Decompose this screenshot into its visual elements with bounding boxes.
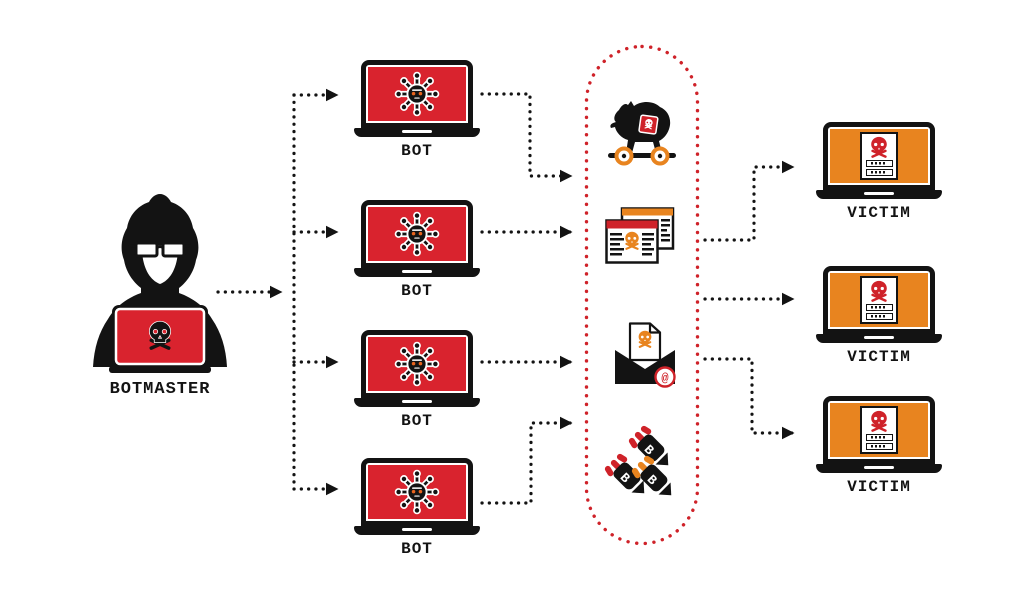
victim-screen [830, 403, 928, 457]
bomb-attack-icon [602, 425, 681, 505]
bot-label: BOT [401, 282, 433, 300]
victim-screen [830, 129, 928, 183]
edge-channel-to-victim-1 [703, 160, 795, 242]
bot-screen [368, 465, 466, 519]
bot-laptop-4: BOT [354, 458, 480, 558]
laptop-bezel [823, 122, 935, 190]
laptop-base [354, 268, 480, 277]
laptop-screen [114, 307, 206, 366]
malware-virus-icon [394, 469, 440, 515]
bot-laptop-3: BOT [354, 330, 480, 430]
laptop-base [354, 398, 480, 407]
ransom-dialog [860, 132, 898, 180]
laptop-base [816, 464, 942, 473]
phishing-email-icon: @ [615, 322, 676, 388]
bot-screen [368, 207, 466, 261]
bot-screen [368, 337, 466, 391]
botmaster-figure [93, 194, 227, 373]
laptop-bezel [361, 458, 473, 526]
edge-channel-to-victim-3 [703, 357, 795, 440]
edge-bot-4-to-channel [480, 416, 573, 505]
attack-channel-boundary [584, 44, 700, 546]
victim-label: VICTIM [847, 348, 911, 366]
laptop-base [109, 366, 211, 373]
password-field [865, 443, 893, 450]
botmaster-label: BOTMASTER [109, 380, 211, 399]
victim-laptop-2: VICTIM [816, 266, 942, 366]
laptop-base [816, 190, 942, 199]
trojan-horse-icon [608, 101, 676, 166]
at-sign-glyph: @ [661, 372, 668, 386]
laptop-bezel [361, 200, 473, 268]
victim-label: VICTIM [847, 204, 911, 222]
victim-screen [830, 273, 928, 327]
fake-website-icon [605, 207, 675, 264]
password-field [865, 434, 893, 441]
victim-label: VICTIM [847, 478, 911, 496]
laptop-bezel [361, 330, 473, 398]
laptop-bezel [823, 396, 935, 464]
skull-crossbones-icon [868, 410, 890, 432]
bot-label: BOT [401, 412, 433, 430]
password-field [865, 313, 893, 320]
bot-screen [368, 67, 466, 121]
malware-virus-icon [394, 341, 440, 387]
victim-laptop-3: VICTIM [816, 396, 942, 496]
glasses-icon [128, 241, 192, 258]
laptop-bezel [361, 60, 473, 128]
bot-label: BOT [401, 540, 433, 558]
skull-crossbones-icon [868, 136, 890, 158]
bot-label: BOT [401, 142, 433, 160]
skull-crossbones-icon [868, 280, 890, 302]
ransom-dialog [860, 276, 898, 324]
edge-bot-1-to-channel [480, 92, 573, 183]
laptop-base [816, 334, 942, 343]
laptop-base [354, 526, 480, 535]
malware-virus-icon [394, 71, 440, 117]
bot-laptop-1: BOT [354, 60, 480, 160]
password-field [865, 169, 893, 176]
bot-laptop-2: BOT [354, 200, 480, 300]
laptop-bezel [823, 266, 935, 334]
malware-virus-icon [394, 211, 440, 257]
password-field [865, 304, 893, 311]
ransom-dialog [860, 406, 898, 454]
password-field [865, 160, 893, 167]
victim-laptop-1: VICTIM [816, 122, 942, 222]
laptop-base [354, 128, 480, 137]
at-badge [654, 366, 676, 388]
